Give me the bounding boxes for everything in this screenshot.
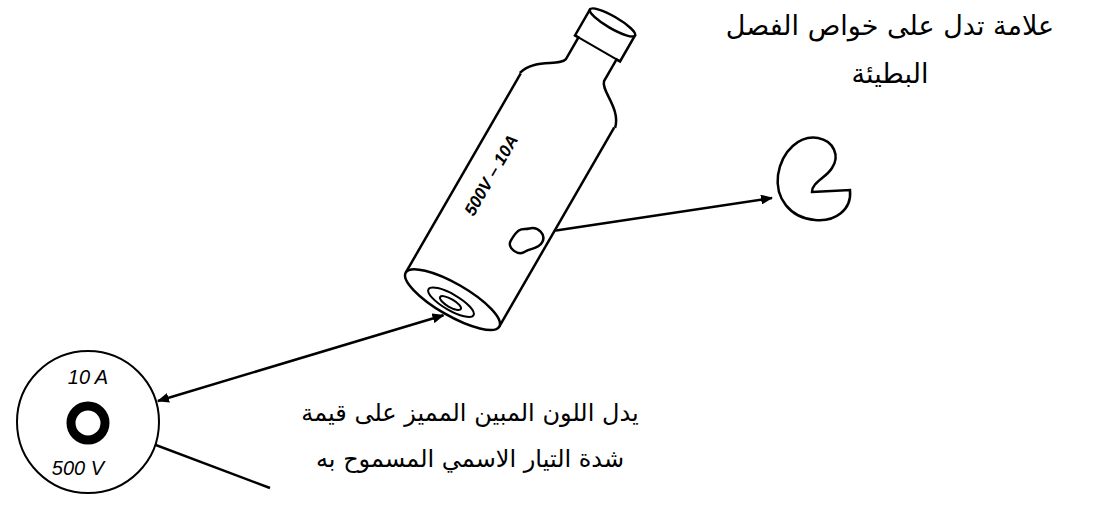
fuse-fill — [405, 73, 615, 327]
ring-note: يدل اللون المبين المميز على قيمة شدة الت… — [284, 390, 657, 482]
fuse-outline — [405, 73, 615, 327]
disc-rating: 10 A — [68, 366, 108, 389]
rating-disc: 10 A 500 V — [16, 350, 160, 494]
cap-edge — [575, 35, 620, 61]
cap-end — [587, 4, 638, 40]
contact-ring — [424, 282, 477, 322]
contact-ring — [438, 294, 463, 313]
colour-ring — [63, 398, 113, 448]
disc-rating: 500 V — [52, 457, 104, 480]
leader-arrow — [546, 198, 772, 232]
slow-blow-symbol — [778, 138, 851, 221]
symbol-note: علامة تدل على خواص الفصل البطيئة — [712, 2, 1068, 98]
double-arrow — [158, 315, 444, 401]
slow-blow-mark — [507, 221, 546, 261]
end-face — [398, 259, 508, 341]
colour-ring — [71, 406, 105, 440]
fuse-side — [499, 127, 614, 326]
fuse-body: 500V – 10A — [405, 73, 615, 327]
